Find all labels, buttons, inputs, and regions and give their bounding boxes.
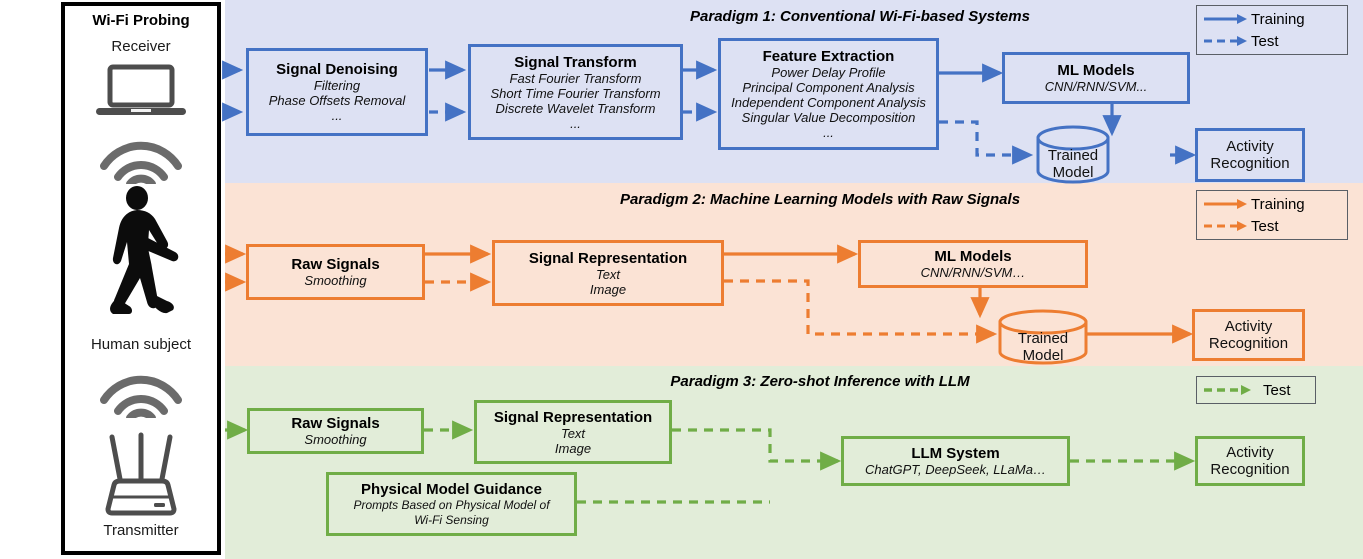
box-line: ChatGPT, DeepSeek, LLaMa… xyxy=(865,462,1046,477)
receiver-label: Receiver xyxy=(111,38,171,55)
legend-item-test: Test xyxy=(1203,379,1315,401)
paradigm-2-legend: Training Test xyxy=(1196,190,1348,240)
legend-item-training: Training xyxy=(1203,193,1347,215)
box-title: Raw Signals xyxy=(291,415,380,432)
box-line: Recognition xyxy=(1210,461,1290,478)
human-subject-label: Human subject xyxy=(90,336,192,353)
box-ml-models[interactable]: ML Models CNN/RNN/SVM... xyxy=(1002,52,1190,104)
legend-label: Training xyxy=(1251,10,1305,28)
solid-arrow-icon xyxy=(1204,14,1247,24)
box-line: Discrete Wavelet Transform xyxy=(495,100,656,116)
box-line: Prompts Based on Physical Model of xyxy=(353,497,550,512)
box-title: Physical Model Guidance xyxy=(361,480,542,498)
box-title: LLM System xyxy=(911,445,1000,462)
box-line: CNN/RNN/SVM... xyxy=(1044,79,1148,94)
paradigm-2-title: Paradigm 2: Machine Learning Models with… xyxy=(619,191,1021,208)
box-line: Image xyxy=(554,440,592,456)
box-line: Fast Fourier Transform xyxy=(509,70,642,86)
box-line: Principal Component Analysis xyxy=(742,80,915,95)
box-line: ... xyxy=(823,125,834,140)
legend-label: Training xyxy=(1251,195,1305,213)
trained-model-label: Trained Model xyxy=(1047,147,1099,181)
trained-model-label: Trained Model xyxy=(1017,330,1069,364)
box-line: Activity xyxy=(1224,318,1273,335)
box-signal-representation[interactable]: Signal Representation Text Image xyxy=(474,400,672,464)
box-line: Text xyxy=(560,425,586,441)
box-title: Feature Extraction xyxy=(762,48,895,65)
box-line: Recognition xyxy=(1210,155,1290,172)
box-title: Signal Representation xyxy=(528,249,688,267)
box-line: Smoothing xyxy=(304,273,367,288)
wifi-signal-icon xyxy=(65,366,217,423)
wifi-probing-panel: Wi-Fi Probing Receiver xyxy=(61,2,221,555)
box-title: Signal Transform xyxy=(514,53,637,71)
legend-label: Test xyxy=(1263,381,1291,399)
legend-item-training: Training xyxy=(1203,8,1347,30)
box-line: Wi-Fi Sensing xyxy=(414,512,489,527)
box-line: Power Delay Profile xyxy=(771,65,886,80)
box-activity-recognition[interactable]: Activity Recognition xyxy=(1192,309,1305,361)
transmitter-label: Transmitter xyxy=(103,522,179,539)
walking-person-icon xyxy=(65,186,217,341)
box-signal-representation[interactable]: Signal Representation Text Image xyxy=(492,240,724,306)
dashed-arrow-icon xyxy=(1204,36,1247,46)
box-ml-models[interactable]: ML Models CNN/RNN/SVM… xyxy=(858,240,1088,288)
box-title: Signal Representation xyxy=(493,408,653,426)
wifi-signal-icon xyxy=(65,132,217,189)
box-physical-model-guidance[interactable]: Physical Model Guidance Prompts Based on… xyxy=(326,472,577,536)
box-line: Independent Component Analysis xyxy=(731,95,926,110)
paradigm-3-legend: Test xyxy=(1196,376,1316,404)
box-line: CNN/RNN/SVM… xyxy=(920,265,1026,280)
dashed-arrow-icon xyxy=(1204,221,1247,231)
legend-item-test: Test xyxy=(1203,30,1347,52)
solid-arrow-icon xyxy=(1204,199,1247,209)
dashed-arrow-icon xyxy=(1204,385,1251,395)
box-signal-transform[interactable]: Signal Transform Fast Fourier Transform … xyxy=(468,44,683,140)
paradigm-1-legend: Training Test xyxy=(1196,5,1348,55)
box-line: ... xyxy=(331,108,343,123)
box-line: ... xyxy=(570,115,581,131)
box-raw-signals[interactable]: Raw Signals Smoothing xyxy=(247,408,424,454)
router-icon xyxy=(65,431,217,524)
box-line: Filtering xyxy=(313,78,361,93)
box-line: Smoothing xyxy=(304,432,367,447)
box-line: Text xyxy=(595,266,621,282)
box-line: Short Time Fourier Transform xyxy=(490,85,661,101)
box-title: ML Models xyxy=(1057,62,1135,79)
legend-item-test: Test xyxy=(1203,215,1347,237)
paradigm-1-title: Paradigm 1: Conventional Wi-Fi-based Sys… xyxy=(690,8,1030,25)
box-signal-denoising[interactable]: Signal Denoising Filtering Phase Offsets… xyxy=(246,48,428,136)
laptop-icon xyxy=(65,64,217,125)
legend-label: Test xyxy=(1251,217,1279,235)
box-line: Activity xyxy=(1226,138,1274,155)
paradigm-3-title: Paradigm 3: Zero-shot Inference with LLM xyxy=(670,373,970,390)
box-line: Activity xyxy=(1226,444,1274,461)
panel-title: Wi-Fi Probing xyxy=(92,12,190,29)
legend-label: Test xyxy=(1251,32,1279,50)
box-line: Phase Offsets Removal xyxy=(268,93,406,108)
box-activity-recognition[interactable]: Activity Recognition xyxy=(1195,436,1305,486)
box-title: ML Models xyxy=(934,248,1012,265)
box-line: Singular Value Decomposition xyxy=(741,110,916,125)
box-line: Image xyxy=(589,281,627,297)
box-line: Recognition xyxy=(1208,335,1289,352)
box-feature-extraction[interactable]: Feature Extraction Power Delay Profile P… xyxy=(718,38,939,150)
box-title: Signal Denoising xyxy=(276,61,398,78)
box-activity-recognition[interactable]: Activity Recognition xyxy=(1195,128,1305,182)
box-llm-system[interactable]: LLM System ChatGPT, DeepSeek, LLaMa… xyxy=(841,436,1070,486)
box-title: Raw Signals xyxy=(291,256,380,273)
box-raw-signals[interactable]: Raw Signals Smoothing xyxy=(246,244,425,300)
